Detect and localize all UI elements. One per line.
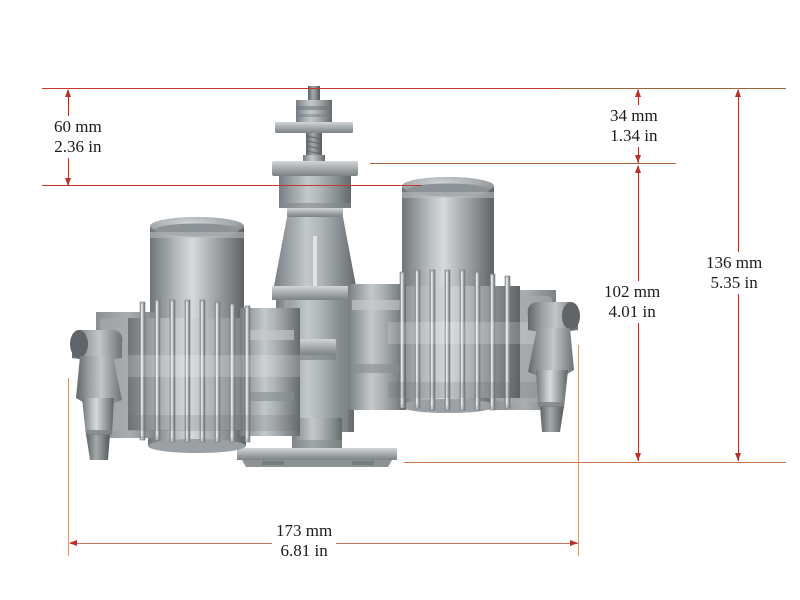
- width-extension-line-left: [68, 378, 69, 556]
- mounting-base-flange: [237, 448, 397, 467]
- upper-left-lower-reference-line: [42, 185, 422, 186]
- dim-136mm-arrow-down: [734, 453, 741, 461]
- top-reference-line-right: [560, 88, 786, 89]
- dim-136mm-label: 136 mm 5.35 in: [702, 252, 767, 295]
- dim-136mm-mm: 136 mm: [706, 253, 763, 272]
- upper-right-lower-reference-line: [370, 163, 676, 164]
- angled-exhaust-stub-right: [527, 302, 580, 432]
- dim-173mm-in: 6.81 in: [280, 541, 328, 561]
- dim-136mm-arrow-up: [734, 89, 741, 97]
- dim-102mm-arrow-up: [634, 165, 641, 173]
- top-reference-line-left: [42, 88, 562, 89]
- finned-cylinder-left: [96, 217, 300, 453]
- dim-60mm-arrow-up: [64, 89, 71, 97]
- dim-102mm-in: 4.01 in: [608, 302, 656, 322]
- dim-60mm-label: 60 mm 2.36 in: [50, 116, 106, 159]
- dim-60mm-mm: 60 mm: [54, 117, 102, 136]
- bottom-reference-line: [404, 462, 786, 463]
- dim-173mm-mm: 173 mm: [276, 521, 333, 540]
- dim-136mm-in: 5.35 in: [710, 273, 758, 293]
- dim-173mm-arrow-right: [570, 539, 578, 546]
- dim-34mm-mm: 34 mm: [610, 106, 658, 125]
- dim-173mm-arrow-left: [69, 539, 77, 546]
- angled-exhaust-stub-left: [70, 330, 123, 460]
- dim-60mm-in: 2.36 in: [54, 137, 102, 157]
- dim-102mm-arrow-down: [634, 453, 641, 461]
- width-extension-line-right: [578, 345, 579, 556]
- dim-102mm-mm: 102 mm: [604, 282, 661, 301]
- dim-34mm-arrow-down: [634, 155, 641, 163]
- dim-34mm-in: 1.34 in: [610, 126, 658, 146]
- dim-34mm-arrow-up: [634, 89, 641, 97]
- finned-cylinder-right: [348, 177, 560, 413]
- dim-60mm-arrow-down: [64, 178, 71, 186]
- dim-102mm-label: 102 mm 4.01 in: [600, 281, 665, 324]
- center-carburettor-stack: [272, 86, 358, 448]
- dim-34mm-label: 34 mm 1.34 in: [606, 105, 662, 148]
- dim-173mm-label: 173 mm 6.81 in: [272, 520, 337, 563]
